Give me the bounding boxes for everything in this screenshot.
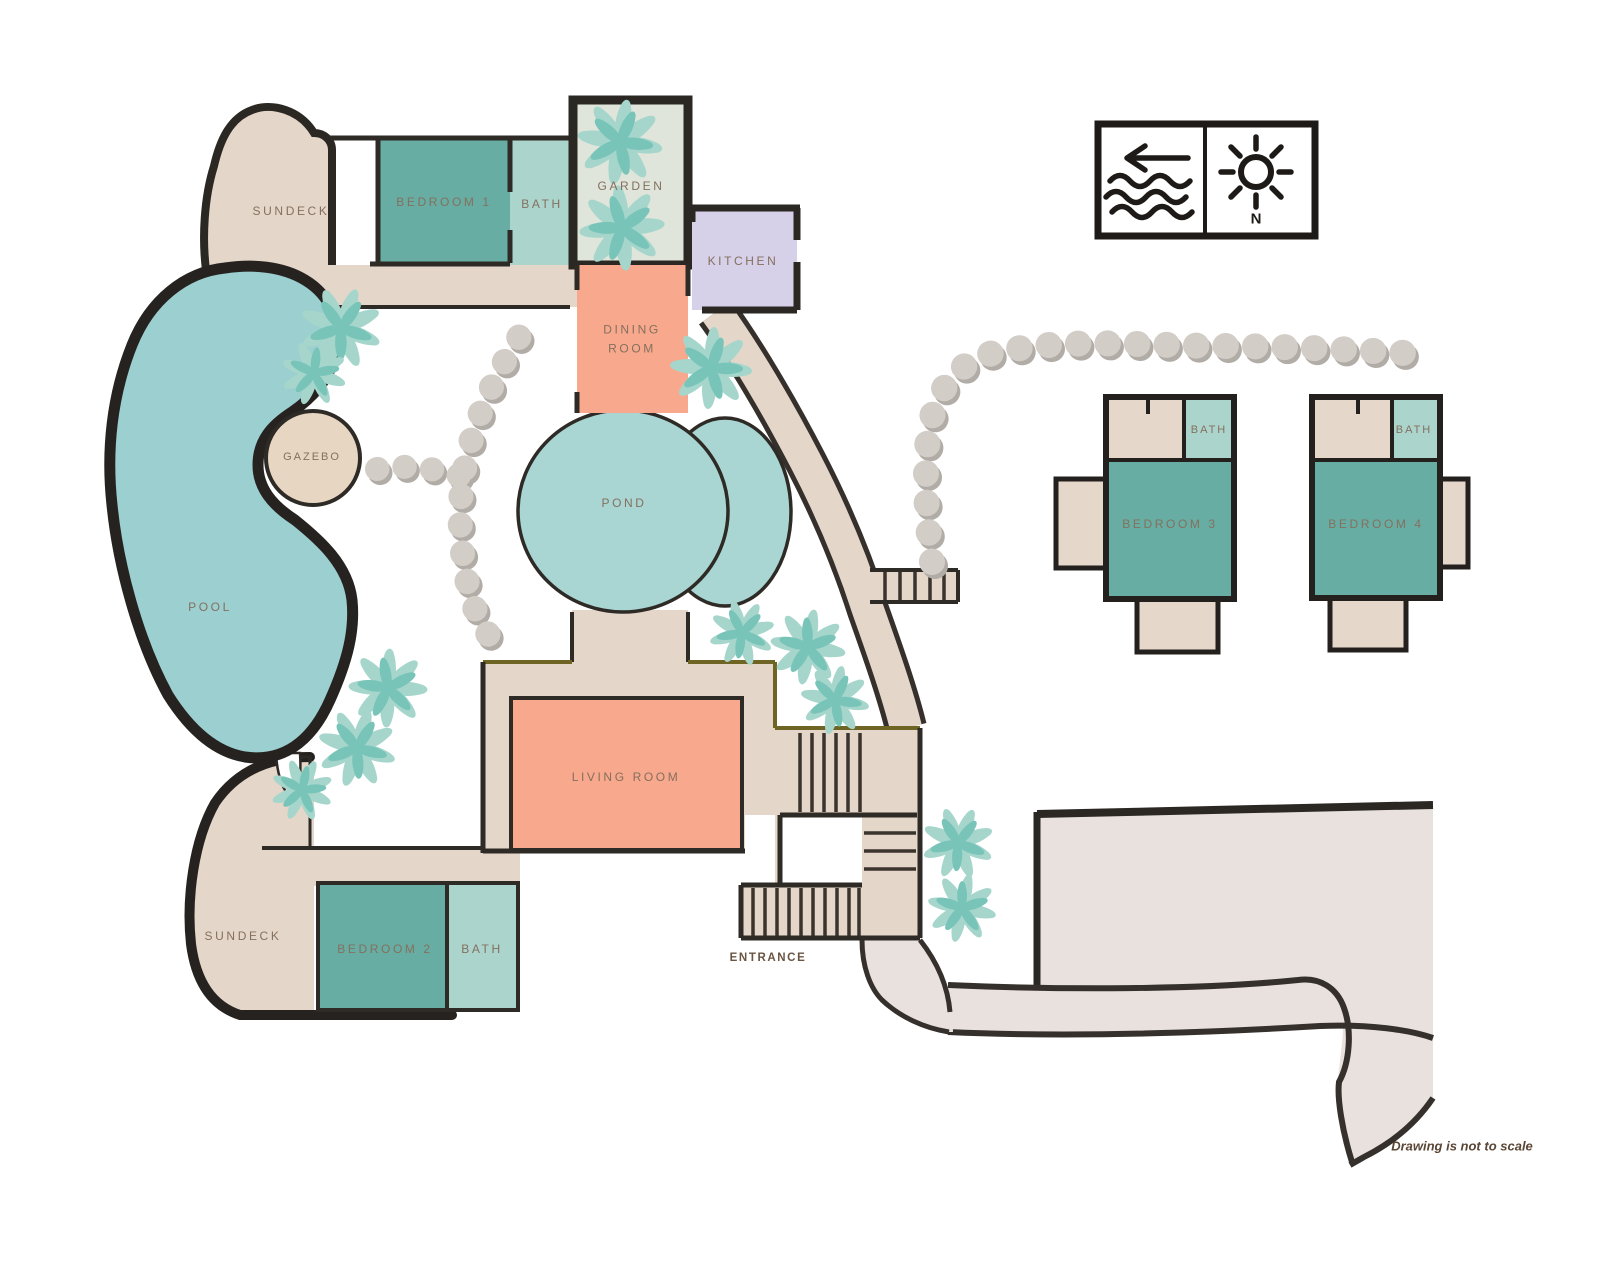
palm-tree-icon xyxy=(909,794,1007,892)
bedroom3-left-wing xyxy=(1053,476,1109,571)
kitchen-walls xyxy=(688,204,801,314)
label-compass-north: N xyxy=(1250,210,1262,228)
stairs-landing-notch xyxy=(780,815,862,885)
label-bath2: BATH xyxy=(461,942,503,956)
corridor-bottom xyxy=(262,848,520,886)
sun-north-icon xyxy=(1218,134,1294,210)
label-entrance: ENTRANCE xyxy=(729,952,807,964)
stone-path-west xyxy=(447,324,532,665)
label-gazebo: GAZEBO xyxy=(283,451,341,463)
label-bath1: BATH xyxy=(521,197,563,211)
bedroom4-porch xyxy=(1327,595,1409,653)
entry-path-left-edge xyxy=(859,939,950,1035)
bedroom2-room xyxy=(318,883,447,1010)
label-scale-note: Drawing is not to scale xyxy=(1391,1138,1533,1154)
label-sundeck-top: SUNDECK xyxy=(252,204,330,218)
label-pond: POND xyxy=(601,496,647,510)
bath4-room xyxy=(1392,398,1440,460)
legend-box xyxy=(1094,120,1319,240)
dining-room xyxy=(577,265,688,413)
stairs-steps-upper xyxy=(798,733,862,812)
sea-direction-icon xyxy=(1103,143,1195,221)
label-bedroom2: BEDROOM 2 xyxy=(337,942,433,956)
label-living-room: LIVING ROOM xyxy=(571,770,681,784)
label-bath4: BATH xyxy=(1395,424,1433,436)
sundeck-bottom-outline xyxy=(184,752,457,1020)
bedroom3-walls xyxy=(1103,394,1237,602)
bath2-room xyxy=(447,883,518,1010)
road-inner-edge xyxy=(947,976,1355,1163)
bedroom4-dividers xyxy=(1312,397,1440,462)
label-sundeck-bottom: SUNDECK xyxy=(204,929,282,943)
kitchen-room xyxy=(692,208,797,310)
pond-steps-lines xyxy=(883,572,946,600)
driveway-top-edge xyxy=(1036,801,1434,818)
stairs-steps-lower xyxy=(751,888,861,936)
label-bath3: BATH xyxy=(1190,424,1228,436)
label-bedroom3: BEDROOM 3 xyxy=(1122,517,1218,531)
bedroom2-walls xyxy=(316,881,520,1012)
bedroom3-room xyxy=(1106,460,1234,599)
stone-path-east xyxy=(912,330,1443,575)
stairs-steps-middle xyxy=(864,831,916,871)
bedroom4-walls xyxy=(1309,394,1443,601)
bedroom1-room xyxy=(378,138,510,265)
sun-rays xyxy=(1218,134,1294,210)
label-pool: POOL xyxy=(188,600,232,614)
palm-tree-icon xyxy=(914,860,1010,956)
bedroom4-right-wing xyxy=(1437,476,1471,570)
label-bedroom1: BEDROOM 1 xyxy=(396,195,492,209)
label-kitchen: KITCHEN xyxy=(707,254,779,268)
living-room xyxy=(509,696,744,852)
road-bend-outer-edge xyxy=(1348,1096,1436,1168)
sundeck-bottom-shape xyxy=(189,757,310,1015)
pond-lobe-left xyxy=(516,408,730,614)
bath3-room xyxy=(1184,398,1234,460)
waves-icon xyxy=(1103,172,1195,221)
stairs-edges xyxy=(738,728,923,941)
stone-path-gazebo xyxy=(365,454,476,489)
terrace-top-edge xyxy=(483,660,920,730)
label-bedroom4: BEDROOM 4 xyxy=(1328,517,1424,531)
entry-path-right-edge xyxy=(918,938,953,1013)
bedroom1-walls xyxy=(330,135,575,267)
gazebo-shape xyxy=(264,409,362,507)
arrow-left-icon xyxy=(1124,143,1191,173)
label-dining-room: DINING ROOM xyxy=(603,322,661,355)
bedroom3-dividers xyxy=(1106,397,1234,462)
dining-walls xyxy=(574,265,691,413)
pond-path xyxy=(572,610,688,665)
bedroom4-room xyxy=(1312,460,1440,598)
entry-path xyxy=(862,938,953,1032)
bedroom3-porch xyxy=(1134,596,1221,655)
road-outer-edge xyxy=(947,1022,1434,1041)
stone-paths xyxy=(365,324,1443,665)
garden-path xyxy=(703,302,922,732)
pond-path-edges xyxy=(570,612,690,664)
label-garden: GARDEN xyxy=(597,179,665,193)
sun-icon xyxy=(1238,154,1274,190)
bath1-room xyxy=(510,138,575,265)
